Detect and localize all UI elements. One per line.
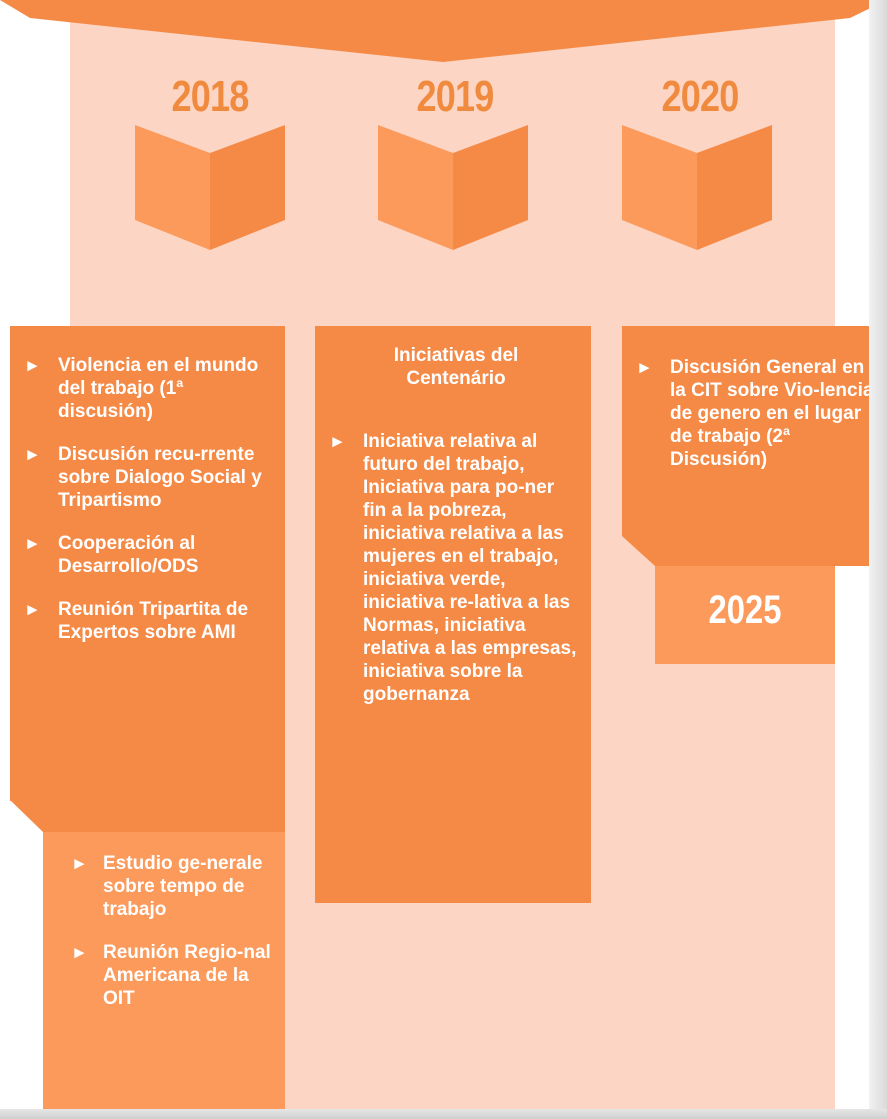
item-text: Reunión Regio-nal Americana de la OIT bbox=[103, 942, 271, 1009]
list-item: ► Iniciativa relativa al futuro del trab… bbox=[315, 430, 577, 706]
item-text: Discusión General en la CIT sobre Vio-le… bbox=[670, 357, 874, 470]
arrow-bullet-icon: ► bbox=[24, 534, 41, 553]
top-arrow-shape bbox=[0, 0, 887, 62]
item-text: Estudio ge-nerale sobre tempo de trabajo bbox=[103, 853, 263, 920]
final-year-box: 2025 bbox=[655, 566, 835, 664]
panel-2018: ► Violencia en el mundo del trabajo (1ª … bbox=[10, 326, 285, 801]
arrow-bullet-icon: ► bbox=[71, 943, 88, 962]
year-label-2019: 2019 bbox=[416, 72, 494, 121]
open-book-icon-2018 bbox=[135, 125, 285, 250]
item-text: Discusión recu-rrente sobre Dialogo Soci… bbox=[58, 444, 262, 511]
list-item: ► Cooperación al Desarrollo/ODS bbox=[10, 532, 277, 578]
item-text: Cooperación al Desarrollo/ODS bbox=[58, 533, 199, 577]
year-label-2020: 2020 bbox=[661, 72, 739, 121]
year-label-2018: 2018 bbox=[171, 72, 249, 121]
open-book-icon-2019 bbox=[378, 125, 528, 250]
arrow-bullet-icon: ► bbox=[636, 358, 653, 377]
sub-panel-2018: ► Estudio ge-nerale sobre tempo de traba… bbox=[43, 832, 285, 1119]
arrow-bullet-icon: ► bbox=[71, 854, 88, 873]
panel-2020: ► Discusión General en la CIT sobre Vio-… bbox=[622, 326, 882, 536]
list-item: ► Reunión Regio-nal Americana de la OIT bbox=[43, 941, 275, 1010]
panel-fold-shape bbox=[622, 536, 882, 566]
open-book-icon-2020 bbox=[622, 125, 772, 250]
arrow-bullet-icon: ► bbox=[24, 356, 41, 375]
list-item: ► Discusión recu-rrente sobre Dialogo So… bbox=[10, 443, 277, 512]
final-year-label: 2025 bbox=[708, 588, 782, 632]
item-text: Reunión Tripartita de Expertos sobre AMI bbox=[58, 599, 249, 643]
arrow-bullet-icon: ► bbox=[24, 600, 41, 619]
arrow-bullet-icon: ► bbox=[329, 432, 346, 451]
panel-title: Iniciativas del Centenário bbox=[393, 345, 519, 389]
panel-2019: Iniciativas del Centenário ► Iniciativa … bbox=[315, 326, 591, 903]
list-item: ► Discusión General en la CIT sobre Vio-… bbox=[622, 356, 874, 471]
page-edge-right bbox=[869, 0, 887, 1119]
panel-fold-shape bbox=[10, 800, 285, 832]
item-text: Iniciativa relativa al futuro del trabaj… bbox=[363, 431, 577, 705]
list-item: ► Reunión Tripartita de Expertos sobre A… bbox=[10, 598, 277, 644]
page-edge-bottom bbox=[0, 1109, 887, 1119]
item-text: Violencia en el mundo del trabajo (1ª di… bbox=[58, 355, 259, 422]
list-item: ► Violencia en el mundo del trabajo (1ª … bbox=[10, 354, 277, 423]
list-item: ► Estudio ge-nerale sobre tempo de traba… bbox=[43, 852, 275, 921]
arrow-bullet-icon: ► bbox=[24, 445, 41, 464]
